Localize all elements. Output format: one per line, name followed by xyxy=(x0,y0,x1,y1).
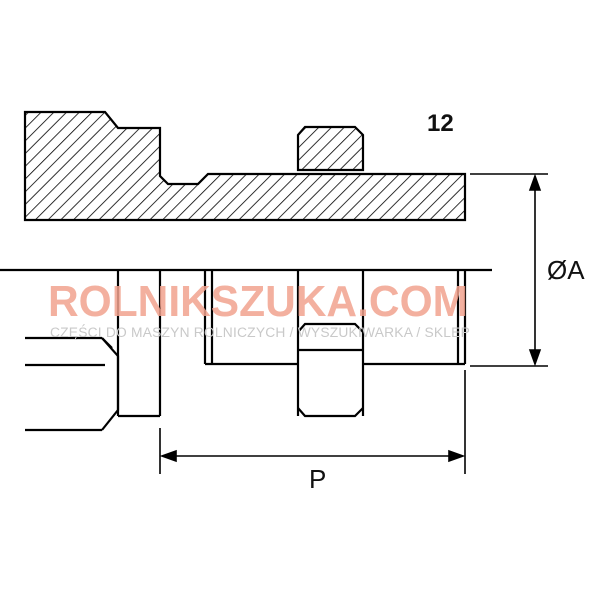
watermark-tagline: CZĘŚCI DO MASZYN ROLNICZYCH / WYSZUKIWAR… xyxy=(50,325,470,340)
diameter-dimension xyxy=(470,173,548,367)
hose-end-outline xyxy=(25,336,120,432)
fitting-body-section xyxy=(23,110,467,222)
part-code-label: 12 xyxy=(427,110,454,137)
fitting-body-outline xyxy=(116,270,467,418)
nut-section xyxy=(296,125,365,172)
length-label: P xyxy=(309,464,326,494)
diameter-label: ØA xyxy=(547,255,585,285)
length-dimension xyxy=(159,370,466,474)
watermark-brand: ROLNIKSZUKA.COM xyxy=(48,277,468,326)
